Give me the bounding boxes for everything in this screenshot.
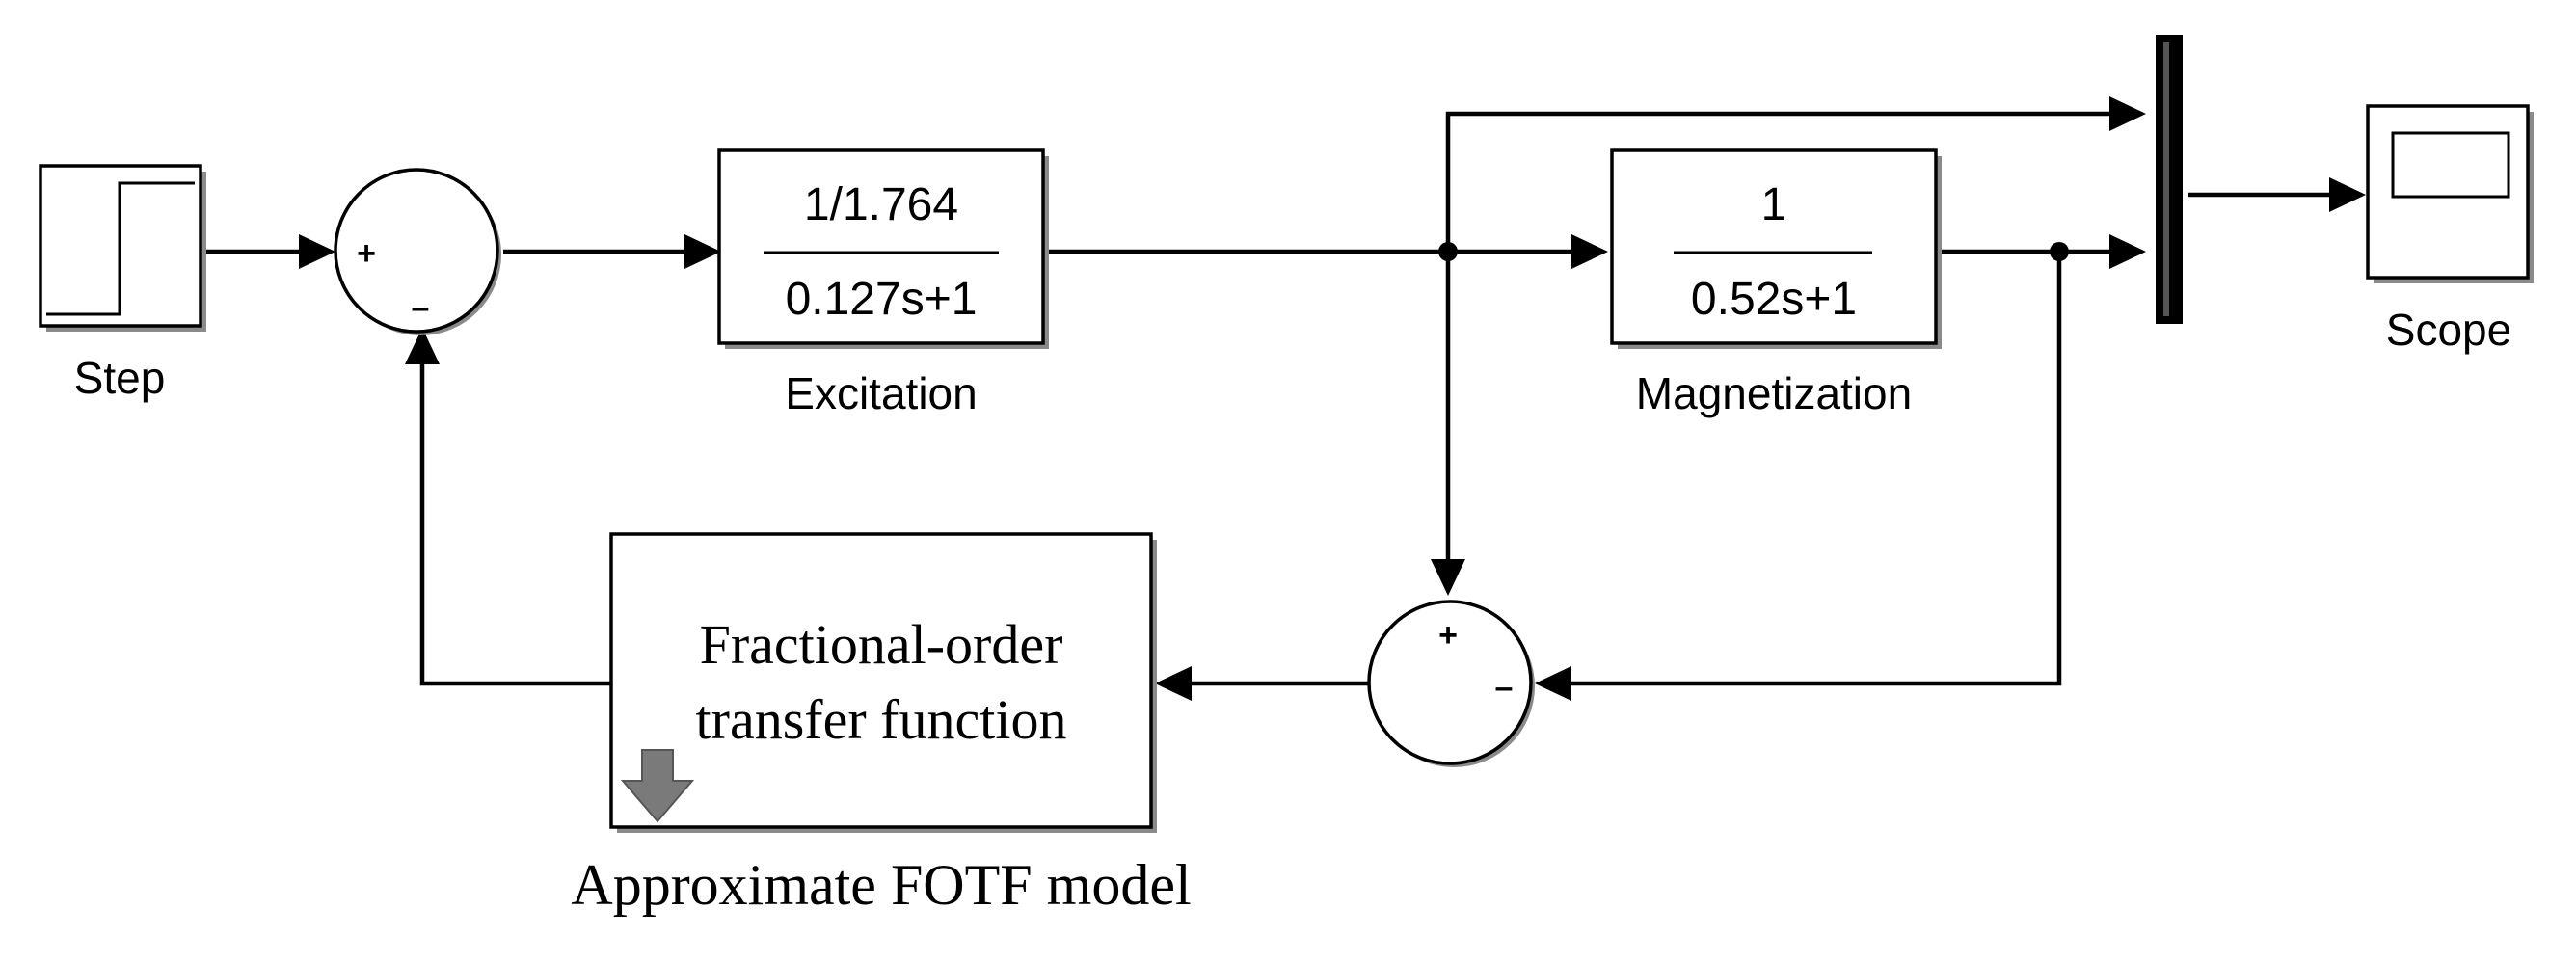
- sum-top-plus-sign: +: [357, 235, 376, 272]
- sum-block-top[interactable]: + –: [334, 168, 501, 335]
- magnetization-block[interactable]: 1 0.52s+1 Magnetization: [1610, 148, 1942, 418]
- signal-wires: [206, 96, 2366, 701]
- arrowhead: [1155, 666, 1192, 701]
- magnetization-denominator: 0.52s+1: [1691, 274, 1857, 325]
- fotf-label: Approximate FOTF model: [571, 853, 1191, 917]
- fotf-line-1: Fractional-order: [700, 613, 1063, 676]
- wire-feedback-to-bottom-sum: [1571, 252, 2062, 686]
- wire-fotf-to-top-sum: [419, 364, 611, 686]
- branch-point: [2050, 242, 2069, 261]
- scope-screen-icon: [2391, 131, 2510, 199]
- arrowhead: [1535, 666, 1571, 701]
- fotf-line-2: transfer function: [696, 688, 1067, 751]
- arrowhead: [2109, 234, 2146, 269]
- excitation-block[interactable]: 1/1.764 0.127s+1 Excitation: [717, 148, 1049, 418]
- arrowhead: [2329, 177, 2366, 212]
- arrowhead: [299, 234, 335, 269]
- wire-to-mux-input-1: [1445, 111, 2109, 252]
- magnetization-numerator: 1: [1761, 179, 1787, 230]
- sum-bottom-plus-sign: +: [1438, 617, 1458, 654]
- excitation-numerator: 1/1.764: [804, 179, 958, 230]
- scope-label: Scope: [2386, 305, 2511, 355]
- excitation-label: Excitation: [785, 368, 977, 418]
- arrowhead: [2109, 96, 2146, 131]
- branch-point: [1438, 242, 1458, 261]
- fotf-block[interactable]: Fractional-order transfer function Appro…: [571, 532, 1192, 917]
- sum-bottom-minus-sign: –: [1495, 669, 1514, 706]
- arrowhead: [1571, 234, 1608, 269]
- down-arrow-icon: [620, 749, 695, 823]
- sum-top-minus-sign: –: [412, 289, 430, 326]
- step-block[interactable]: Step: [39, 164, 206, 403]
- arrowhead: [1431, 559, 1465, 596]
- arrowhead: [684, 234, 721, 269]
- arrowhead: [405, 328, 440, 364]
- excitation-denominator: 0.127s+1: [786, 274, 978, 325]
- mux-block[interactable]: [2156, 35, 2183, 324]
- scope-block[interactable]: Scope: [2366, 104, 2534, 355]
- sum-block-bottom[interactable]: + –: [1367, 600, 1535, 767]
- step-label: Step: [74, 353, 166, 403]
- magnetization-label: Magnetization: [1636, 368, 1912, 418]
